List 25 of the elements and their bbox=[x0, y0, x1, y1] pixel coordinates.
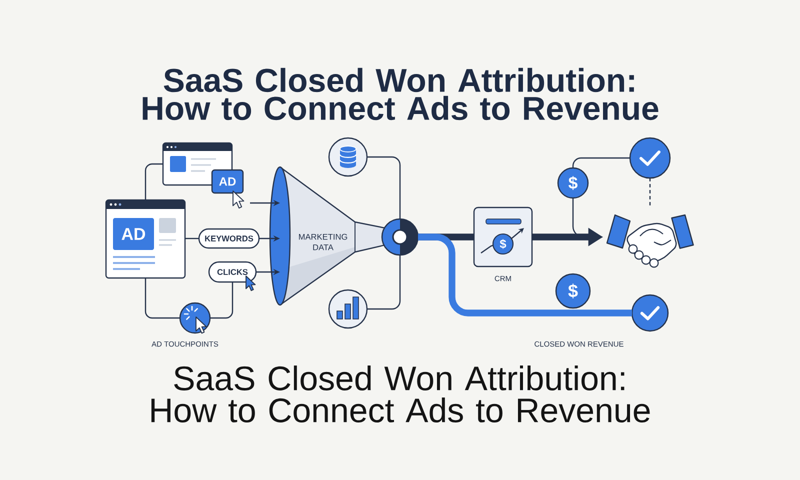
connector bbox=[367, 255, 401, 310]
checkmark-icon bbox=[629, 137, 671, 179]
connector bbox=[144, 278, 180, 319]
checkmark-icon bbox=[631, 294, 669, 332]
dollar-coin: $ bbox=[555, 273, 591, 309]
junction-ring bbox=[381, 218, 419, 256]
click-icon bbox=[179, 302, 211, 334]
ad-banner: AD bbox=[113, 218, 154, 250]
caption: SaaS Closed Won Attribution: How to Connect Ads to Revenue bbox=[151, 366, 650, 422]
database-icon bbox=[328, 137, 368, 177]
tag: CLICKS bbox=[208, 261, 257, 283]
dollar-coin: $ bbox=[492, 233, 514, 255]
funnel: MARKETING DATA bbox=[269, 166, 386, 306]
bar-chart-icon bbox=[328, 289, 368, 329]
handshake-icon bbox=[606, 214, 694, 268]
connector bbox=[210, 282, 234, 319]
connector bbox=[367, 156, 401, 219]
connector bbox=[144, 163, 163, 200]
dollar-coin: $ bbox=[557, 167, 589, 199]
tag: KEYWORDS bbox=[198, 228, 260, 249]
ad-badge: AD bbox=[211, 169, 244, 194]
dashed-line bbox=[649, 178, 651, 207]
title: SaaS Closed Won Attribution: How to Connect Ads to Revenue bbox=[142, 68, 658, 120]
connector bbox=[418, 234, 632, 316]
connector bbox=[185, 238, 199, 240]
